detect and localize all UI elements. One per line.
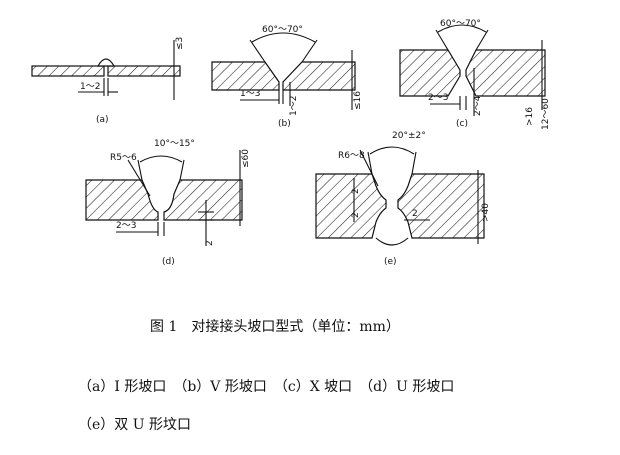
- figure-legend-line2: （e）双 U 形坟口: [78, 417, 191, 433]
- root-label-c: 2～4: [473, 95, 483, 116]
- panel-tag-b: (b): [278, 119, 291, 129]
- plate-left-e: [315, 173, 387, 239]
- panel-tag-a: (a): [96, 115, 109, 125]
- angle-label-e: 20°±2°: [392, 131, 426, 141]
- gap-label-e: 2: [412, 209, 418, 219]
- root-label-d: 2: [205, 240, 215, 246]
- panel-e: 20°±2° R6～8 2 2 2 >40 (e): [315, 131, 491, 267]
- plate-left-d: [85, 179, 159, 221]
- panel-tag-d: (d): [162, 257, 175, 267]
- panel-tag-c: (c): [456, 119, 468, 129]
- thickness-label-b: ≤16: [353, 91, 363, 110]
- panel-b: 60°～70° 1～3 1～2 ≤16 (b): [211, 25, 363, 129]
- radius-label-e: R6～8: [338, 151, 365, 161]
- thickness-label-a: ≤3: [175, 37, 185, 50]
- panel-tag-e: (e): [384, 257, 397, 267]
- plate-right-b: [282, 61, 356, 91]
- radius-label-d: R5～6: [110, 153, 137, 163]
- panel-a: 1～2 ≤3 (a): [31, 37, 185, 125]
- plate-left-c: [399, 49, 461, 97]
- thickness-label-d: ≤60: [241, 149, 251, 168]
- weld-bead-a: [96, 58, 116, 67]
- plate-right-c: [465, 49, 546, 97]
- plate-right-a: [107, 65, 181, 77]
- root-label-e: 2: [351, 188, 361, 194]
- panel-c: 60°～70° 2～3 2～4 >16 12～60 (c): [399, 19, 551, 130]
- gap-label-b: 1～3: [240, 89, 260, 99]
- plate-right-e: [397, 173, 485, 239]
- thickness2-label-c: 12～60: [541, 98, 551, 130]
- angle-label-c: 60°～70°: [440, 19, 481, 29]
- thickness-label-e: >40: [481, 203, 491, 222]
- figure-legend-line1: （a）I 形坡口 （b）V 形坡口 （c）X 坡口 （d）U 形坡口: [78, 379, 455, 395]
- plate-left-b: [211, 61, 280, 91]
- plate-left-a: [31, 65, 105, 77]
- panel-d: 10°～15° R5～6 2～3 2 ≤60 (d): [85, 139, 251, 267]
- angle-label-b: 60°～70°: [262, 25, 303, 35]
- gap-label-c: 2～3: [428, 93, 448, 103]
- gap-label-a: 1～2: [80, 82, 100, 92]
- angle-label-d: 10°～15°: [154, 139, 195, 149]
- thickness-label-c: >16: [525, 107, 535, 126]
- gap-label-d: 2～3: [116, 221, 136, 231]
- root-label-b: 1～2: [289, 96, 299, 116]
- root2-label-e: 2: [351, 212, 361, 218]
- figure-caption: 图 1 对接接头坡口型式（单位：mm）: [150, 319, 400, 335]
- plate-right-d: [163, 179, 243, 221]
